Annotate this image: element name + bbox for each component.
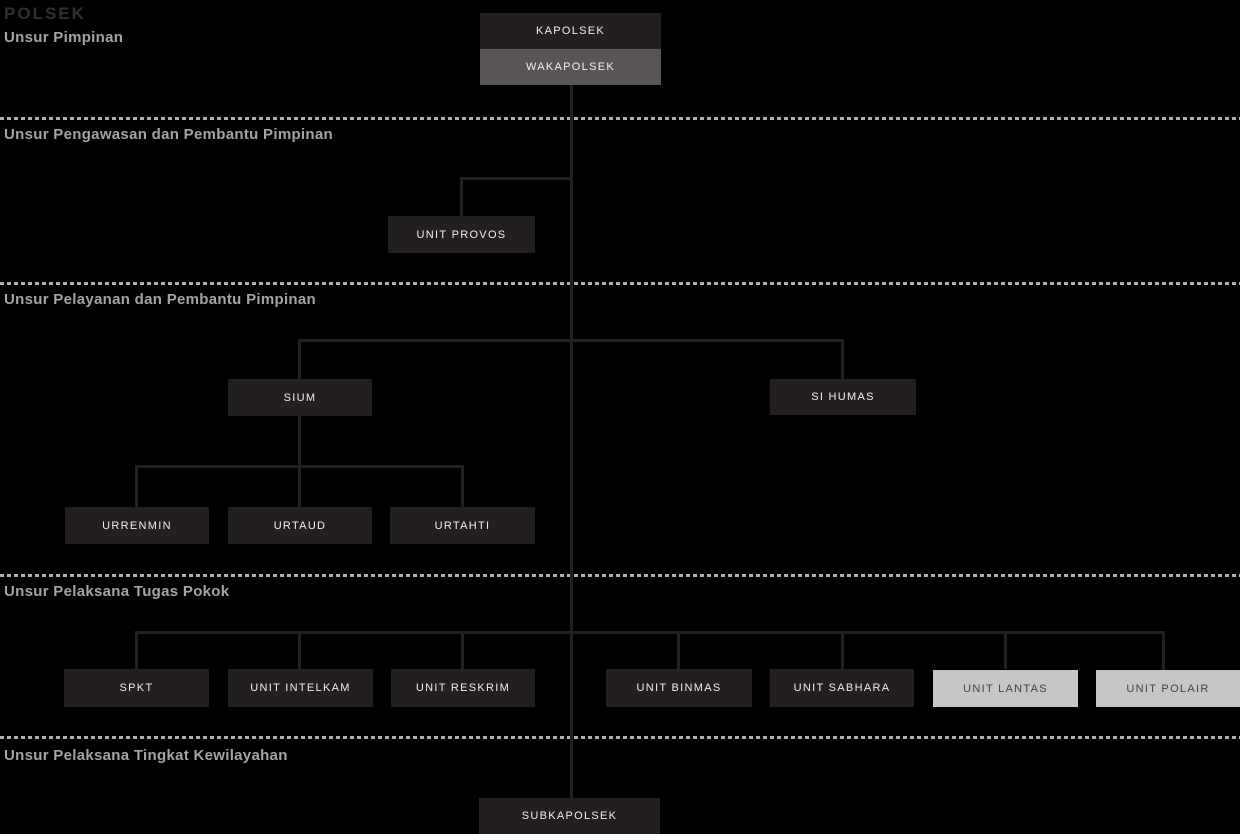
node-sium: SIUM xyxy=(228,379,372,416)
node-urtaud: URTAUD xyxy=(228,507,372,544)
connector-sium-down xyxy=(298,416,301,468)
node-wakapolsek: WAKAPOLSEK xyxy=(480,49,661,85)
section-label-pelaksana-pokok: Unsur Pelaksana Tugas Pokok xyxy=(4,583,230,600)
page-title: POLSEK xyxy=(4,4,86,23)
node-unit-polair: UNIT POLAIR xyxy=(1096,670,1240,707)
connector-sihumas-drop xyxy=(841,339,844,379)
connector-sabhara-drop xyxy=(841,631,844,669)
connector-spkt-drop xyxy=(135,631,138,669)
section-divider xyxy=(0,282,1240,285)
node-urrenmin: URRENMIN xyxy=(65,507,209,544)
connector-provos-horizontal xyxy=(460,177,573,180)
section-divider xyxy=(0,117,1240,120)
section-divider xyxy=(0,574,1240,577)
node-spkt: SPKT xyxy=(64,669,209,707)
node-si-humas: SI HUMAS xyxy=(770,379,916,415)
node-unit-lantas: UNIT LANTAS xyxy=(933,670,1078,707)
connector-reskrim-drop xyxy=(461,631,464,669)
section-divider xyxy=(0,736,1240,739)
connector-pokok-horizontal xyxy=(135,631,1165,634)
connector-intelkam-drop xyxy=(298,631,301,669)
connector-trunk xyxy=(570,85,573,798)
node-unit-provos: UNIT PROVOS xyxy=(388,216,535,253)
connector-urtahti-drop xyxy=(461,465,464,507)
section-label-kewilayahan: Unsur Pelaksana Tingkat Kewilayahan xyxy=(4,747,288,764)
node-subkapolsek: SUBKAPOLSEK xyxy=(479,798,660,834)
node-unit-sabhara: UNIT SABHARA xyxy=(770,669,914,707)
node-unit-intelkam: UNIT INTELKAM xyxy=(228,669,373,707)
node-kapolsek: KAPOLSEK xyxy=(480,13,661,49)
connector-polair-drop xyxy=(1162,631,1165,670)
connector-urrenmin-drop xyxy=(135,465,138,507)
connector-binmas-drop xyxy=(677,631,680,669)
connector-sium-drop xyxy=(298,339,301,379)
connector-provos-drop xyxy=(460,177,463,216)
node-unit-binmas: UNIT BINMAS xyxy=(606,669,752,707)
section-label-pimpinan: Unsur Pimpinan xyxy=(4,29,124,46)
section-label-pelayanan: Unsur Pelayanan dan Pembantu Pimpinan xyxy=(4,291,317,308)
connector-urtaud-drop xyxy=(298,465,301,507)
node-unit-reskrim: UNIT RESKRIM xyxy=(391,669,535,707)
connector-lantas-drop xyxy=(1004,631,1007,669)
node-urtahti: URTAHTI xyxy=(390,507,535,544)
connector-pelayanan-horizontal xyxy=(298,339,844,342)
section-label-pengawasan: Unsur Pengawasan dan Pembantu Pimpinan xyxy=(4,126,333,143)
